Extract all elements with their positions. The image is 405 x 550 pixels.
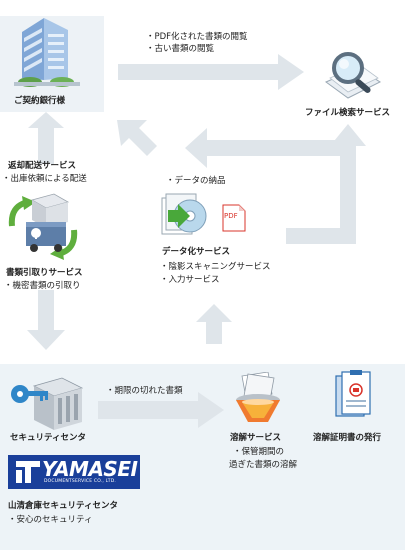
pdf-badge-label: PDF — [224, 212, 238, 220]
arrow-up-to-digitization — [196, 304, 232, 344]
magnifier-search-icon — [325, 52, 382, 99]
arrow-return-to-bank — [117, 120, 157, 156]
file-search-label: ファイル検索サービス — [305, 108, 391, 118]
data-delivery-label: ・データの納品 — [166, 176, 226, 186]
logo-main-text: YAMASEI — [42, 457, 138, 481]
return-service-desc: ・出庫依頼による配送 — [2, 174, 87, 184]
pickup-service-title: 書類引取りサービス — [6, 268, 83, 278]
top-arrow-line-1: ・PDF化された書類の閲覧 — [146, 32, 248, 42]
arrow-security-to-dissolution — [98, 392, 224, 428]
bank-building-icon — [14, 18, 80, 87]
security-center-label: セキュリティセンタ — [10, 433, 86, 443]
arrow-vertical-top — [28, 112, 64, 164]
dissolution-line-1: ・保管期間の — [233, 447, 285, 457]
arrow-vertical-bottom — [27, 290, 65, 350]
return-service-title: 返却配送サービス — [8, 161, 77, 171]
digitization-line-2: ・入力サービス — [160, 275, 220, 285]
expired-label: ・期限の切れた書類 — [106, 386, 183, 396]
certificate-label: 溶解証明書の発行 — [313, 433, 382, 443]
digitization-title: データ化サービス — [162, 247, 231, 257]
company-desc: ・安心のセキュリティ — [8, 515, 93, 525]
pdf-file-icon — [222, 204, 246, 232]
arrow-data-to-search — [286, 124, 366, 244]
bank-label: ご契約銀行様 — [14, 96, 66, 106]
dissolution-title: 溶解サービス — [230, 433, 282, 443]
document-pickup-truck-icon — [8, 193, 78, 260]
digitization-line-1: ・陰影スキャニングサービス — [160, 262, 271, 272]
logo-mark-icon — [16, 461, 40, 483]
dissolution-line-2: 過ぎた書類の溶解 — [229, 460, 298, 470]
yamasei-logo: YAMASEI DOCUMENTSERVICE CO., LTD. — [8, 455, 140, 489]
pickup-service-desc: ・機密書類の引取り — [4, 281, 81, 291]
dissolution-shredder-icon — [236, 372, 280, 422]
company-title: 山清倉庫セキュリティセンタ — [8, 501, 118, 511]
logo-sub-text: DOCUMENTSERVICE CO., LTD. — [44, 479, 117, 484]
top-arrow-line-2: ・古い書類の閲覧 — [146, 44, 215, 54]
arrow-bank-to-search — [118, 54, 304, 90]
certificate-document-icon — [335, 370, 371, 417]
cd-data-disc-icon — [161, 193, 207, 235]
arrow-data-to-bank — [185, 128, 340, 168]
vault-key-icon — [11, 377, 84, 430]
